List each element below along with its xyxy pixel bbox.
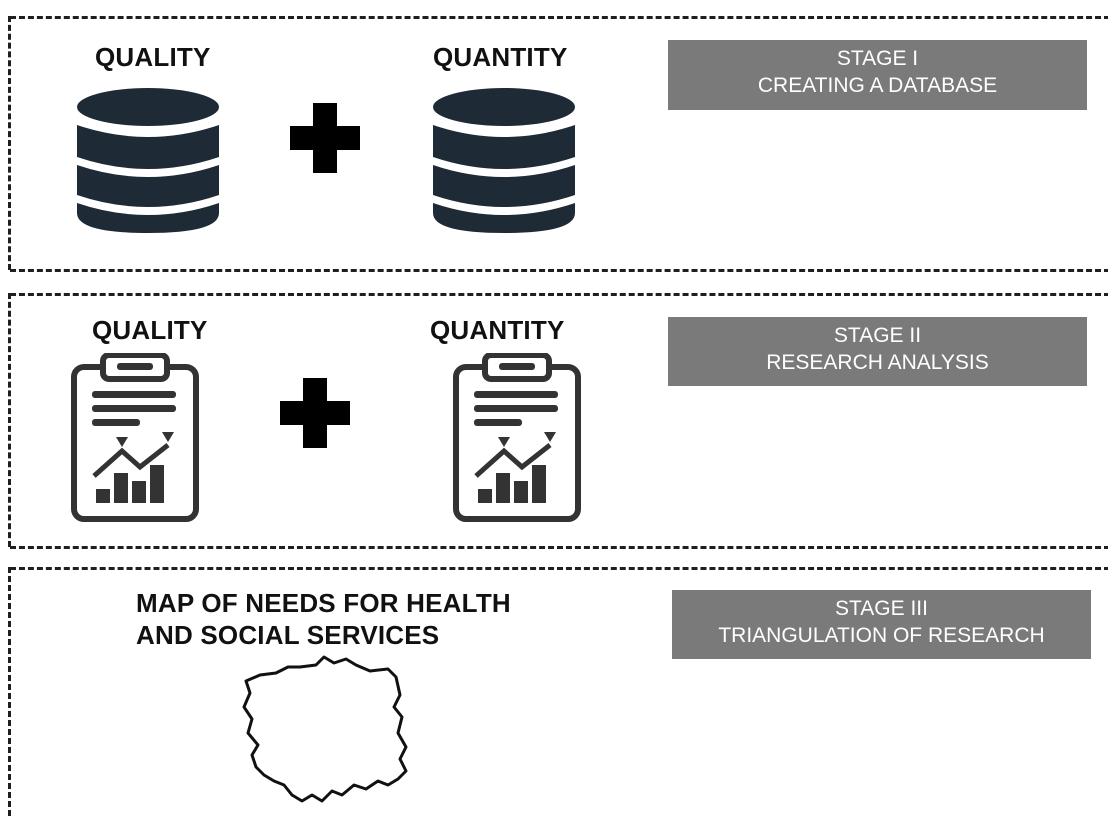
stage-1-section: QUALITY QUANTITY STAGE I CREATING A DATA… [0,0,1108,270]
quality-label: QUALITY [92,315,208,345]
left-border-stage1 [8,16,11,270]
plus-icon [280,378,350,448]
database-icon [77,88,219,233]
divider-1 [10,269,1108,272]
stage-1-box: STAGE I CREATING A DATABASE [668,40,1087,110]
clipboard-report-icon [71,353,199,522]
divider-3 [10,546,1108,549]
stage-3-title: STAGE III [835,597,928,620]
divider-4 [10,567,1108,570]
quantity-label: QUANTITY [430,315,565,345]
quality-label: QUALITY [95,42,211,72]
plus-icon [290,103,360,173]
map-heading-line1: MAP OF NEEDS FOR HEALTH [136,588,511,618]
map-heading-line2: AND SOCIAL SERVICES [136,620,440,650]
stage-2-title: STAGE II [833,324,922,347]
clipboard-report-icon [453,353,581,522]
left-border-stage3 [8,567,11,816]
stage-2-subtitle: RESEARCH ANALYSIS [766,351,989,374]
stage-3-subtitle: TRIANGULATION OF RESEARCH [718,624,1045,647]
stage-2-section: QUALITY QUANTITY STAGE II [71,315,1087,522]
poland-map-icon [242,655,408,803]
top-border [10,16,1108,19]
stage-2-box: STAGE II RESEARCH ANALYSIS [668,317,1087,386]
stage-3-box: STAGE III TRIANGULATION OF RESEARCH [672,590,1091,659]
quantity-label: QUANTITY [433,42,568,72]
stage-1-title: STAGE I [836,47,919,70]
left-border-stage2 [8,293,11,547]
stage-1-subtitle: CREATING A DATABASE [757,74,998,97]
database-icon [433,88,575,233]
divider-2 [10,293,1108,296]
